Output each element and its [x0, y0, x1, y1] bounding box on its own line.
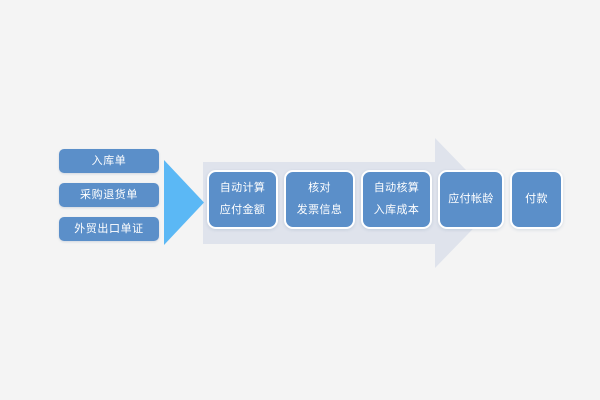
- step-line: 发票信息: [296, 204, 343, 216]
- input-chip-label: 外贸出口单证: [74, 222, 144, 235]
- step-box-1[interactable]: 核对 发票信息: [284, 170, 355, 229]
- input-documents-stack: 入库单 采购退货单 外贸出口单证: [59, 149, 159, 251]
- step-box-3[interactable]: 应付帐龄: [438, 170, 504, 229]
- input-chip-label: 入库单: [91, 154, 127, 167]
- step-box-0[interactable]: 自动计算 应付金额: [207, 170, 278, 229]
- input-chip-2[interactable]: 外贸出口单证: [59, 217, 159, 241]
- step-line: 应付金额: [219, 204, 266, 216]
- input-chip-1[interactable]: 采购退货单: [59, 183, 159, 207]
- step-line: 入库成本: [373, 204, 420, 216]
- step-line: 付款: [525, 193, 548, 205]
- step-line: 自动计算: [219, 182, 266, 194]
- feeder-arrow-icon: [164, 160, 204, 245]
- feeder-arrow-shape: [164, 160, 204, 245]
- step-line: 自动核算: [373, 182, 420, 194]
- input-chip-label: 采购退货单: [80, 188, 138, 201]
- step-line: 应付帐龄: [448, 193, 494, 205]
- step-box-2[interactable]: 自动核算 入库成本: [361, 170, 432, 229]
- step-box-4[interactable]: 付款: [510, 170, 563, 229]
- input-chip-0[interactable]: 入库单: [59, 149, 159, 173]
- step-line: 核对: [308, 182, 331, 194]
